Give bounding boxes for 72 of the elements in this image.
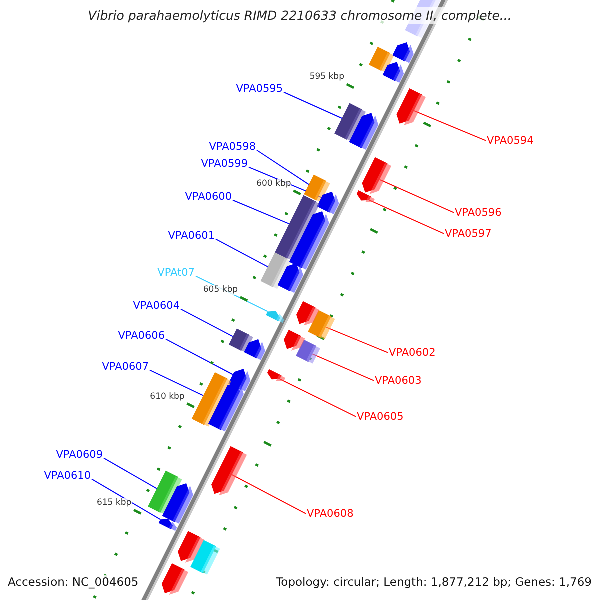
gene-block (244, 339, 266, 360)
gene-label: VPA0594 (487, 135, 534, 148)
gene-label: VPA0602 (389, 347, 436, 360)
gene-block (229, 328, 254, 353)
gene-block (382, 62, 404, 83)
position-label: 595 kbp (310, 72, 344, 82)
gene-block (212, 446, 248, 496)
position-label: 605 kbp (203, 285, 238, 296)
gene-block (284, 330, 306, 351)
gene-label: VPA0600 (185, 191, 232, 204)
leader-line (256, 150, 310, 186)
leader-line (284, 92, 343, 119)
gene-label: VPA0603 (375, 375, 422, 388)
gene-block (334, 103, 366, 142)
position-label: 615 kbp (96, 498, 132, 508)
gene-block (260, 252, 292, 290)
leader-line (166, 338, 234, 376)
gene-block (368, 46, 394, 73)
leader-line (150, 370, 204, 396)
leader-line (232, 200, 290, 225)
gene-label: VPA0598 (209, 141, 256, 154)
gene-block (362, 157, 392, 194)
gene-label: VPA0605 (357, 411, 404, 424)
gene-label: VPA0606 (118, 330, 165, 343)
gene-label: VPAt07 (158, 267, 195, 280)
leader-line (232, 474, 306, 514)
leader-line (216, 238, 268, 268)
gene-block (349, 113, 379, 150)
leader-line (180, 308, 234, 338)
gene-label: VPA0601 (168, 230, 215, 243)
gene-block (396, 88, 426, 126)
gene-block (228, 368, 251, 392)
position-label: 600 kbp (256, 178, 292, 189)
leader-line (326, 326, 388, 354)
gene-label: VPA0607 (102, 361, 149, 374)
gene-block (266, 311, 284, 324)
leader-line (104, 458, 158, 490)
position-label: 610 kbp (150, 392, 185, 402)
gene-block (317, 192, 340, 214)
gene-block (296, 340, 320, 364)
gene-block (308, 310, 336, 340)
leader-line (379, 179, 454, 214)
gene-label: VPA0597 (445, 228, 492, 241)
accession-text: Accession: NC_004605 (8, 575, 139, 590)
gene-label: VPA0599 (201, 158, 248, 171)
gene-block (304, 174, 330, 202)
leader-line (368, 200, 444, 234)
gene-block (162, 564, 189, 596)
gene-block (148, 470, 182, 515)
leader-line (414, 110, 486, 142)
gene-block (158, 519, 178, 532)
gene-block (392, 42, 414, 64)
summary-text: Topology: circular; Length: 1,877,212 bp; Genes: 1,769 (276, 575, 592, 590)
gene-block (192, 372, 232, 427)
gene-block (296, 301, 320, 326)
gene-label: VPA0604 (133, 300, 180, 313)
gene-label: VPA0608 (307, 508, 354, 521)
gene-block (278, 263, 304, 294)
gene-label: VPA0596 (455, 207, 502, 220)
gene-label: VPA0595 (236, 83, 283, 96)
leader-line (312, 354, 374, 382)
gene-label: VPA0610 (44, 470, 91, 483)
gene-block (162, 483, 194, 524)
leader-line (279, 378, 356, 418)
gene-block (267, 369, 286, 382)
gene-block (208, 382, 244, 432)
gene-block (275, 195, 320, 260)
gene-block (190, 540, 220, 575)
gene-block (178, 531, 205, 563)
gene-block (356, 190, 375, 202)
gene-label: VPA0609 (56, 449, 103, 462)
gene-block (289, 212, 330, 270)
